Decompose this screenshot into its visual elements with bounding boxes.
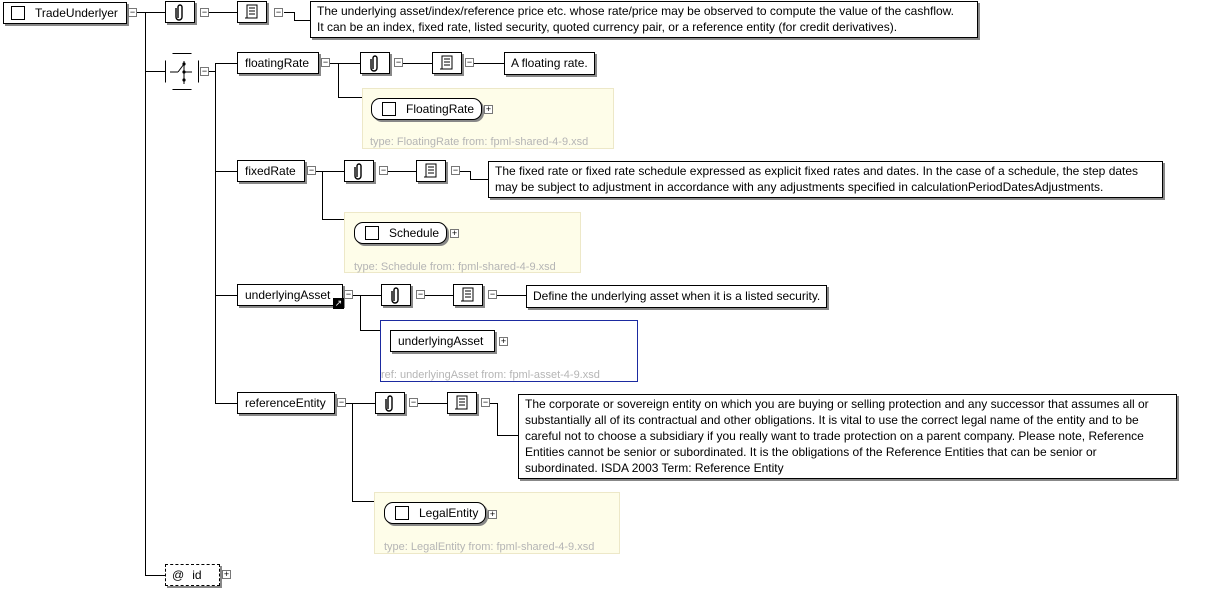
documentation-text: Define the underlying asset when it is a… [526,285,828,308]
attribute-name: id [192,568,202,582]
documentation-box[interactable] [416,160,446,182]
underlying-asset-element[interactable]: underlyingAsset [237,284,343,306]
ref-label: ref: underlyingAsset from: fpml-asset-4-… [381,369,600,381]
documentation-box[interactable] [453,284,483,306]
collapse-toggle[interactable]: − [274,7,283,17]
complex-type[interactable]: LegalEntity [384,502,487,524]
doc-line: A floating rate. [511,56,588,70]
annotation-box[interactable] [381,284,411,306]
expand-toggle[interactable]: + [450,228,459,238]
referenced-element[interactable]: underlyingAsset [390,330,495,352]
doc-line: careful not to choose a subsidiary if yo… [525,429,1144,443]
id-attribute[interactable]: @ id [165,564,220,586]
collapse-toggle[interactable]: − [307,165,316,175]
collapse-toggle[interactable]: − [409,397,418,407]
type-checkbox [395,506,409,520]
doc-line: The underlying asset/index/reference pri… [317,4,955,18]
floating-rate-element[interactable]: floatingRate [237,52,319,74]
attribute-prefix: @ [172,568,185,582]
paperclip-icon [391,287,399,304]
annotation-box[interactable] [375,392,405,414]
scroll-icon [455,395,468,410]
complex-type[interactable]: Schedule [354,222,448,244]
type-checkbox [382,102,396,116]
doc-line: may be subject to adjustment in accordan… [495,180,1104,194]
type-name: FloatingRate [406,102,475,116]
element-label: underlyingAsset [245,288,331,302]
collapse-toggle[interactable]: − [394,57,403,67]
annotation-box[interactable] [344,160,374,182]
collapse-toggle[interactable]: − [128,7,137,17]
paperclip-icon [175,4,183,21]
scroll-icon [440,55,453,70]
paperclip-icon [354,163,362,180]
scroll-icon [245,4,258,19]
type-name: LegalEntity [419,506,479,520]
type-label: type: Schedule from: fpml-shared-4-9.xsd [354,261,556,273]
collapse-toggle[interactable]: − [481,397,490,407]
type-box: FloatingRate + type: FloatingRate from: … [362,88,614,149]
element-checkbox [11,6,25,20]
doc-line: The fixed rate or fixed rate schedule ex… [495,164,1139,178]
documentation-box[interactable] [432,52,462,74]
doc-line: Entities cannot be senior or subordinate… [525,445,1097,459]
reference-box: underlyingAsset + ref: underlyingAsset f… [380,320,638,382]
collapse-toggle[interactable]: − [321,57,330,67]
element-label: fixedRate [245,164,296,178]
documentation-text: The fixed rate or fixed rate schedule ex… [488,161,1163,198]
doc-line: substantially all of its contractual and… [525,413,1139,427]
root-element[interactable]: TradeUnderlyer [3,2,127,24]
collapse-toggle[interactable]: − [488,289,497,299]
documentation-box[interactable] [237,1,267,23]
expand-toggle[interactable]: + [488,509,497,519]
type-label: type: LegalEntity from: fpml-shared-4-9.… [384,541,595,553]
paperclip-icon [385,395,393,412]
type-checkbox [365,226,379,240]
collapse-toggle[interactable]: − [465,57,474,67]
documentation-text: The corporate or sovereign entity on whi… [518,394,1177,479]
collapse-toggle[interactable]: − [200,7,209,17]
reference-entity-element[interactable]: referenceEntity [237,392,335,414]
scroll-icon [461,287,474,302]
scroll-icon [424,163,437,178]
collapse-toggle[interactable]: − [337,397,346,407]
root-element-label: TradeUnderlyer [35,6,118,20]
fixed-rate-element[interactable]: fixedRate [237,160,305,182]
documentation-box[interactable] [447,392,477,414]
doc-line: subordinated. ISDA 2003 Term: Reference … [525,461,784,475]
collapse-toggle[interactable]: − [416,289,425,299]
collapse-toggle[interactable]: − [379,165,388,175]
collapse-toggle[interactable]: − [200,66,209,76]
documentation-text: A floating rate. [504,52,595,75]
expand-toggle[interactable]: + [484,104,493,114]
choice-icon [166,54,200,91]
type-box: LegalEntity + type: LegalEntity from: fp… [374,492,620,554]
ref-name: underlyingAsset [398,334,484,348]
doc-line: Define the underlying asset when it is a… [533,289,821,303]
collapse-toggle[interactable]: − [344,289,353,299]
complex-type[interactable]: FloatingRate [371,98,483,120]
reference-arrow-icon: ↗ [333,298,344,309]
annotation-box[interactable] [165,1,195,23]
element-label: referenceEntity [245,396,326,410]
annotation-box[interactable] [360,52,390,74]
expand-toggle[interactable]: + [222,569,231,579]
type-box: Schedule + type: Schedule from: fpml-sha… [344,212,581,273]
expand-toggle[interactable]: + [499,336,508,346]
doc-line: The corporate or sovereign entity on whi… [525,397,1149,411]
paperclip-icon [370,55,378,72]
doc-line: It can be an index, fixed rate, listed s… [317,20,898,34]
choice-compositor[interactable] [165,53,199,90]
documentation-text: The underlying asset/index/reference pri… [310,1,978,38]
element-label: floatingRate [245,56,310,70]
type-label: type: FloatingRate from: fpml-shared-4-9… [370,136,589,148]
collapse-toggle[interactable]: − [451,165,460,175]
type-name: Schedule [389,226,440,240]
